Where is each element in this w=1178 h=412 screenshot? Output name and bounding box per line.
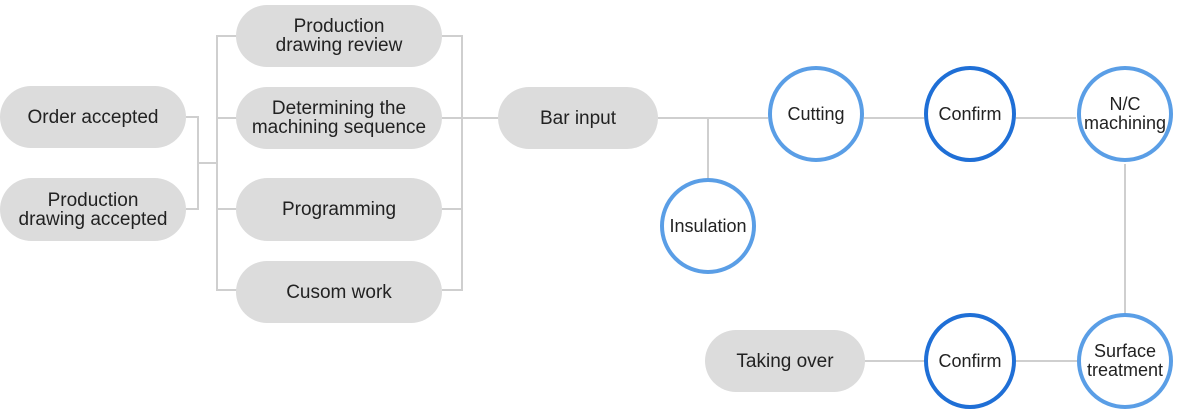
confirm-node-1: Confirm [924, 66, 1016, 162]
drawing-review-label-line1: Production [293, 16, 385, 37]
insulation-label: Insulation [669, 215, 747, 236]
surface-treatment-label-line2: treatment [1086, 360, 1164, 380]
drawing-accepted-node: Production drawing accepted [0, 178, 186, 241]
drawing-accepted-label-line1: Production [47, 189, 139, 211]
machining-sequence-label-line2: machining sequence [251, 117, 427, 138]
confirm-node-2: Confirm [924, 313, 1016, 409]
taking-over-node: Taking over [705, 330, 865, 392]
order-accepted-node: Order accepted [0, 86, 186, 148]
machining-sequence-node: Determining the machining sequence [236, 87, 442, 149]
confirm-label-2: Confirm [938, 350, 1002, 371]
taking-over-label: Taking over [736, 350, 834, 372]
nc-machining-label-line2: machining [1083, 113, 1167, 133]
drawing-review-node: Production drawing review [236, 5, 442, 67]
bar-input-node: Bar input [498, 87, 658, 149]
order-accepted-label: Order accepted [27, 106, 159, 128]
programming-label: Programming [281, 199, 397, 220]
nc-machining-label-line1: N/C [1109, 94, 1141, 114]
custom-work-label: Cusom work [286, 281, 392, 303]
programming-node: Programming [236, 178, 442, 241]
nc-machining-node: N/C machining [1077, 66, 1173, 162]
cutting-label: Cutting [787, 103, 845, 124]
bar-input-label: Bar input [539, 107, 617, 129]
machining-sequence-label-line1: Determining the [271, 98, 407, 119]
insulation-node: Insulation [660, 178, 756, 274]
cutting-node: Cutting [768, 66, 864, 162]
custom-work-node: Cusom work [236, 261, 442, 323]
drawing-accepted-label-line2: drawing accepted [18, 208, 168, 230]
confirm-label-1: Confirm [938, 103, 1002, 124]
surface-treatment-label-line1: Surface [1093, 341, 1157, 361]
drawing-review-label-line2: drawing review [275, 35, 403, 56]
surface-treatment-node: Surface treatment [1077, 313, 1173, 409]
